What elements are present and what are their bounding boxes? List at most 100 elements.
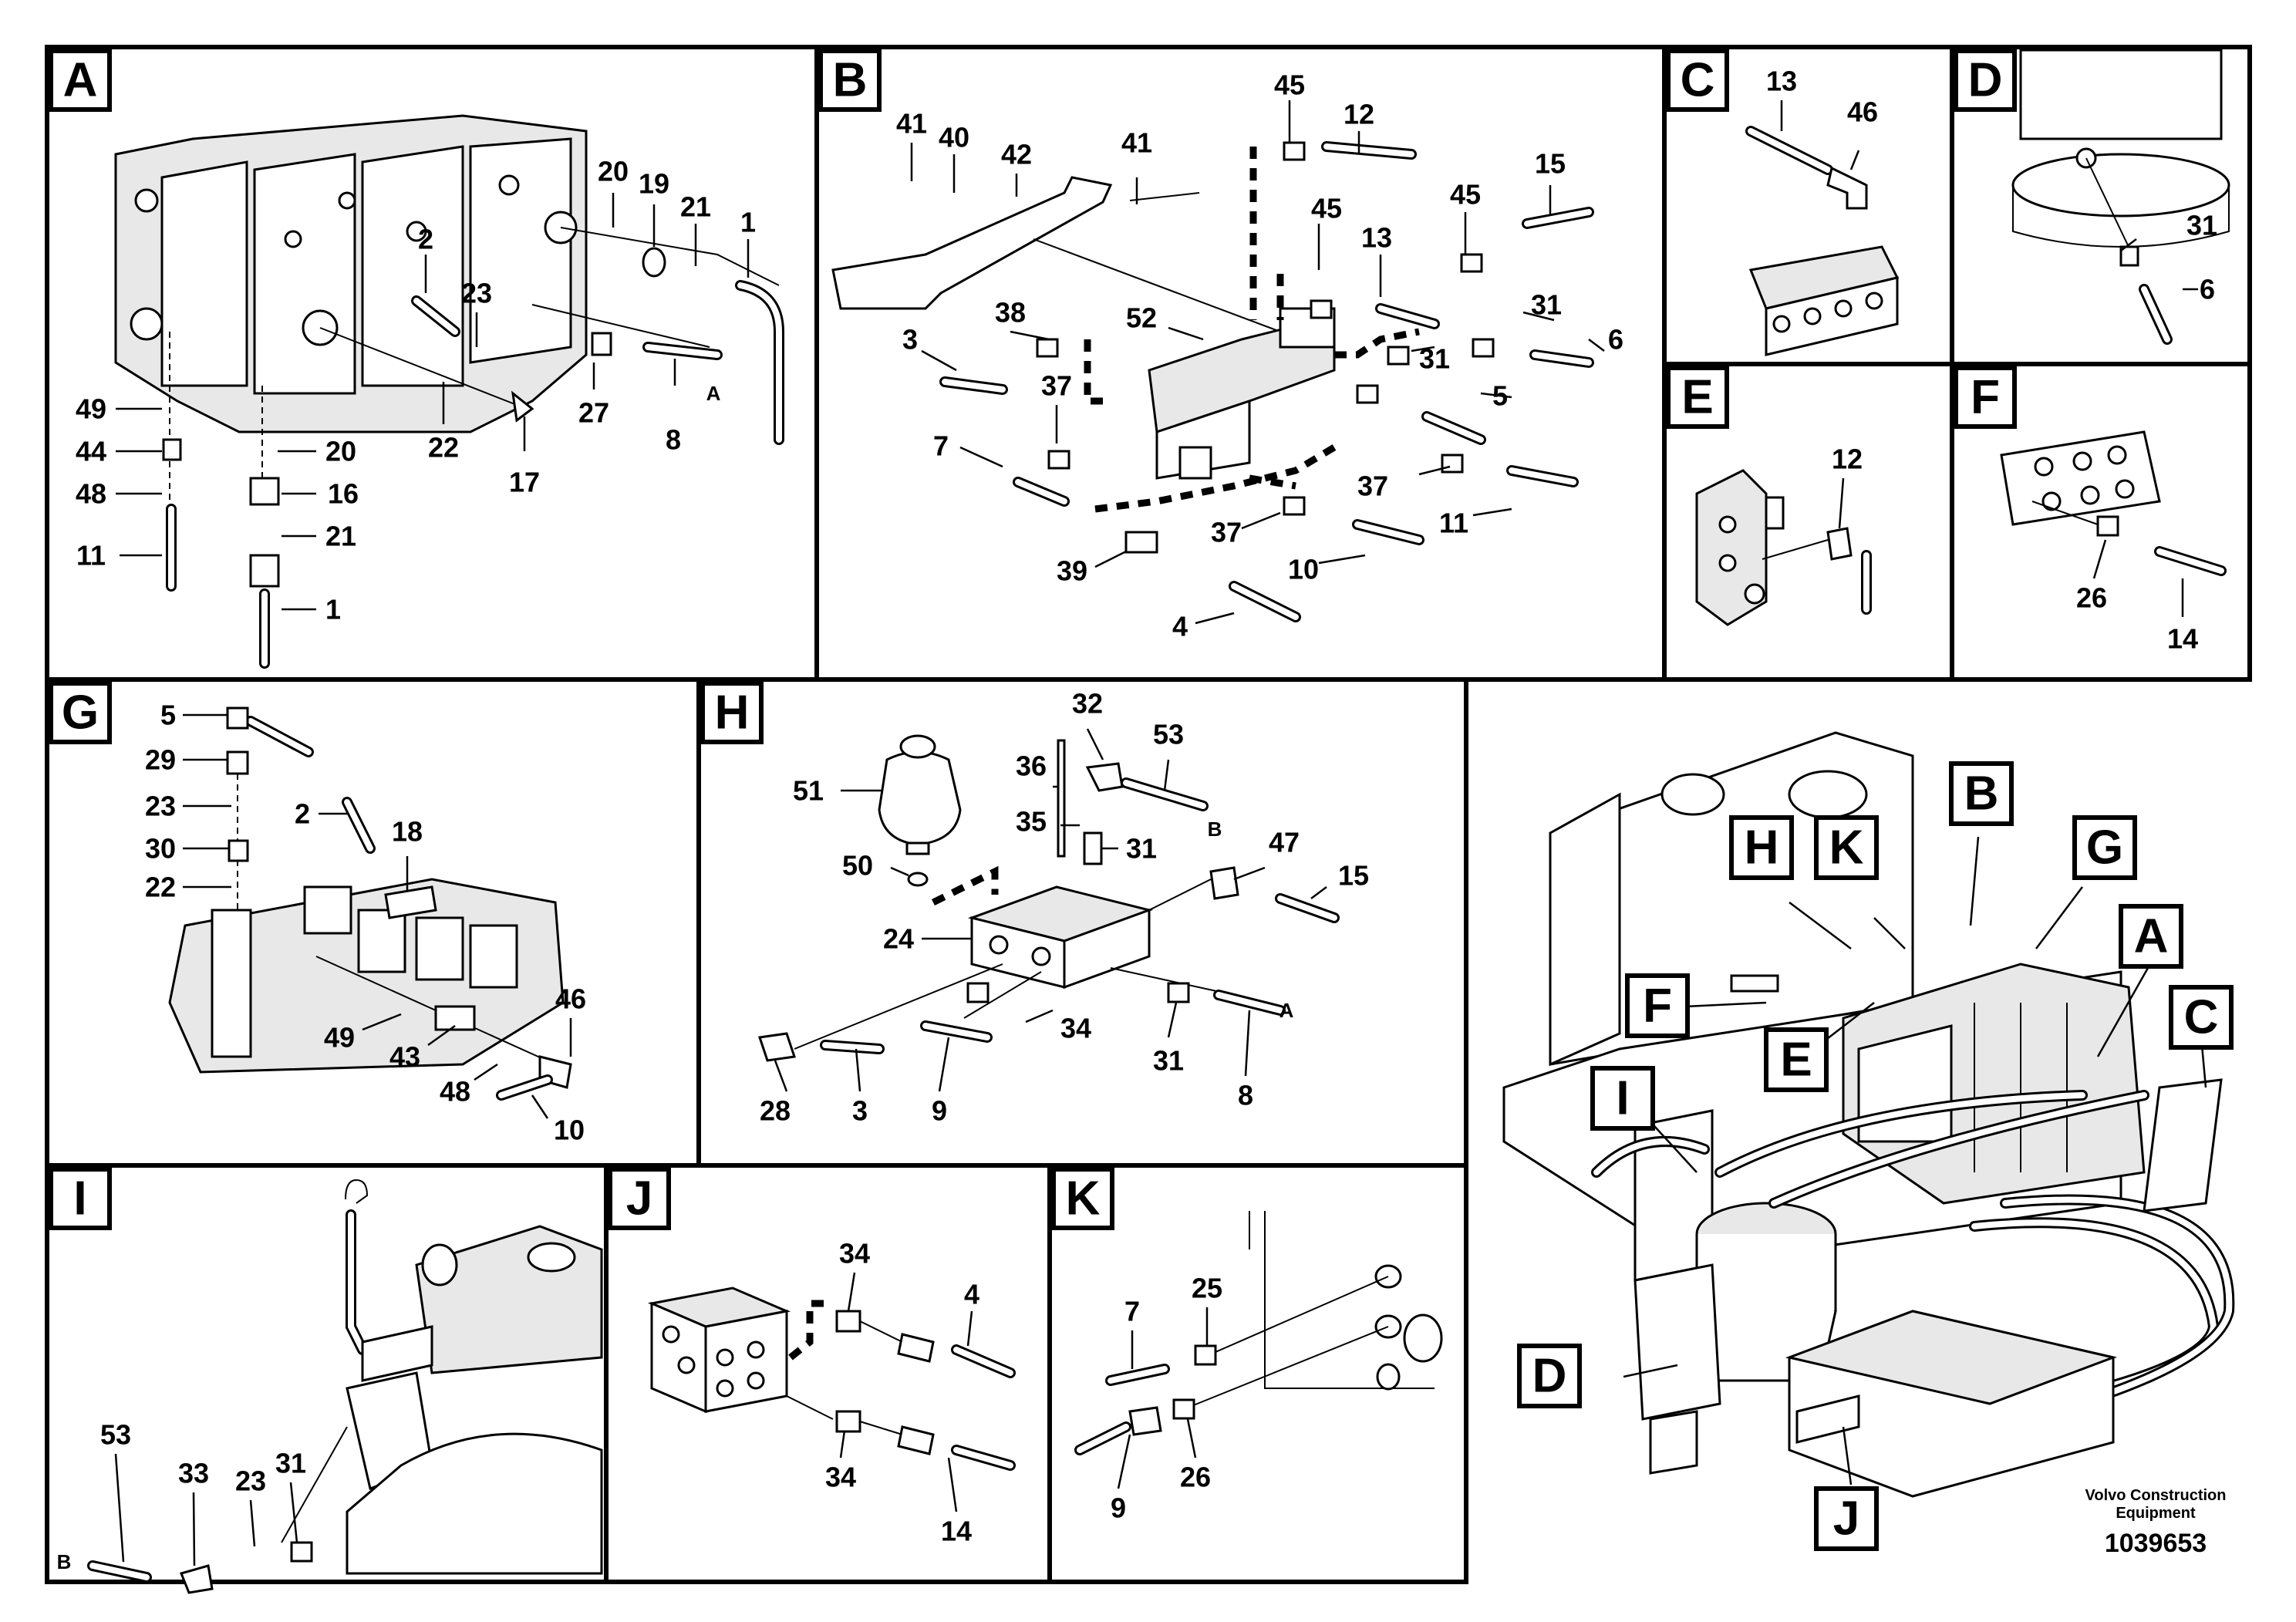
callout-h-32: 32 [1072,688,1103,720]
overview-badge-c: C [2169,985,2234,1050]
callout-a-17: 17 [509,467,540,498]
callout-b-41-right: 41 [1121,127,1152,159]
panel-k-illustration [1074,1211,1443,1455]
panel-g-illustration [168,706,572,1101]
callout-a-16: 16 [328,478,359,510]
panel-h-badge: H [700,681,764,744]
brand-block: Volvo Construction Equipment 1039653 [2085,1487,2227,1558]
svg-text:E: E [1681,371,1713,424]
panel-k-badge: K [1051,1167,1114,1230]
svg-text:D: D [1968,54,2003,107]
callout-f-14: 14 [2167,623,2198,655]
callout-j-34-bottom: 34 [825,1462,856,1493]
callout-b-41-left: 41 [896,108,927,140]
callout-a-21-top: 21 [680,191,711,223]
callout-g-22: 22 [145,872,176,903]
svg-text:K: K [1066,1172,1101,1226]
svg-text:B: B [1964,767,1999,821]
callout-h-31-top: 31 [1126,833,1157,865]
callouts-panel-k: 25 7 26 9 [1111,1273,1222,1524]
callout-g-23: 23 [145,791,176,822]
svg-text:E: E [1780,1034,1812,1087]
panel-c-badge: C [1666,49,1729,112]
svg-text:C: C [2184,991,2219,1044]
panel-d-illustration [2011,49,2230,345]
callout-g-29: 29 [145,744,176,776]
svg-text:I: I [1616,1072,1629,1125]
callout-b-38: 38 [995,297,1026,329]
panel-f-illustration [2000,430,2227,576]
callouts-panel-g: 5 29 23 30 22 2 18 46 49 43 48 10 [145,700,586,1146]
callout-i-53: 53 [100,1419,131,1451]
svg-text:I: I [73,1172,86,1226]
callout-g-43: 43 [389,1041,420,1073]
callouts-panel-a: 20 19 21 1 2 23 49 44 48 11 20 16 21 1 2… [76,156,756,626]
callout-i-31: 31 [275,1448,306,1479]
callout-h-36: 36 [1016,750,1047,782]
callout-a-21-bottom: 21 [325,521,356,552]
panel-a-illustration [114,114,784,669]
callout-g-48: 48 [440,1076,470,1108]
panel-letter-badges: A B C D E F G H [49,49,2017,1230]
callout-b-5: 5 [1492,380,1508,412]
callouts-panel-d: 31 6 [2186,210,2217,305]
callout-a-2: 2 [418,224,433,255]
callout-b-7: 7 [933,430,949,462]
callout-c-13: 13 [1766,66,1797,97]
callouts-panel-b: 41 40 42 41 45 12 38 52 3 37 7 45 15 45 … [896,69,1623,642]
callout-g-46: 46 [555,983,586,1015]
panel-j-illustration [647,1286,1016,1471]
callout-c-46: 46 [1847,96,1878,128]
panel-j-badge: J [608,1167,671,1230]
callout-a-20-bottom: 20 [325,436,356,467]
callout-g-2: 2 [295,798,310,830]
panel-frames [45,45,2252,1584]
svg-text:C: C [1681,54,1715,107]
overview-badge-k: K [1814,815,1879,880]
callout-f-26: 26 [2076,582,2107,614]
callout-a-48: 48 [76,478,106,510]
callout-a-20-top: 20 [598,156,629,187]
callout-b-37-left: 37 [1041,370,1072,402]
callouts-panel-f: 26 14 [2076,582,2198,655]
callout-g-5: 5 [160,700,176,731]
callout-b-3: 3 [902,324,918,356]
overview-illustration [1502,731,2235,1498]
svg-text:H: H [1745,821,1779,875]
callout-a-23: 23 [461,278,492,309]
callout-h-24: 24 [883,923,914,955]
callout-h-51: 51 [793,775,824,807]
callout-g-18: 18 [392,816,423,848]
panel-a-badge: A [49,49,112,112]
callout-k-9: 9 [1111,1492,1126,1524]
svg-text:G: G [2086,821,2123,875]
overview-badges: B H K G A C F E I D J [1517,761,2234,1551]
callout-h-9: 9 [932,1095,947,1127]
panel-f-badge: F [1954,366,2017,429]
panel-c-illustration [1745,126,1900,356]
overview-badge-j: J [1814,1486,1879,1551]
svg-text:A: A [2134,910,2169,963]
svg-text:D: D [1532,1350,1567,1403]
svg-text:J: J [1833,1492,1859,1546]
svg-text:B: B [833,54,868,107]
callout-d-31: 31 [2186,210,2217,241]
callout-j-14: 14 [941,1516,972,1547]
callout-e-12: 12 [1832,443,1863,475]
overview-badge-g: G [2072,815,2137,880]
callout-k-7: 7 [1124,1296,1140,1327]
callout-a-49: 49 [76,393,106,425]
callout-b-52: 52 [1126,302,1157,334]
overview-leaders [1623,836,2207,1485]
callout-j-4: 4 [964,1279,979,1310]
callout-h-28: 28 [760,1095,791,1127]
callout-a-1-top: 1 [740,207,756,238]
callout-h-31-bottom: 31 [1153,1045,1184,1077]
panel-i-badge: I [49,1167,112,1230]
callout-h-50: 50 [842,850,873,882]
callout-b-12: 12 [1344,99,1374,130]
callout-i-letter-b: B [57,1550,72,1573]
callout-h-53: 53 [1153,719,1184,750]
panel-d-badge: D [1954,49,2017,112]
